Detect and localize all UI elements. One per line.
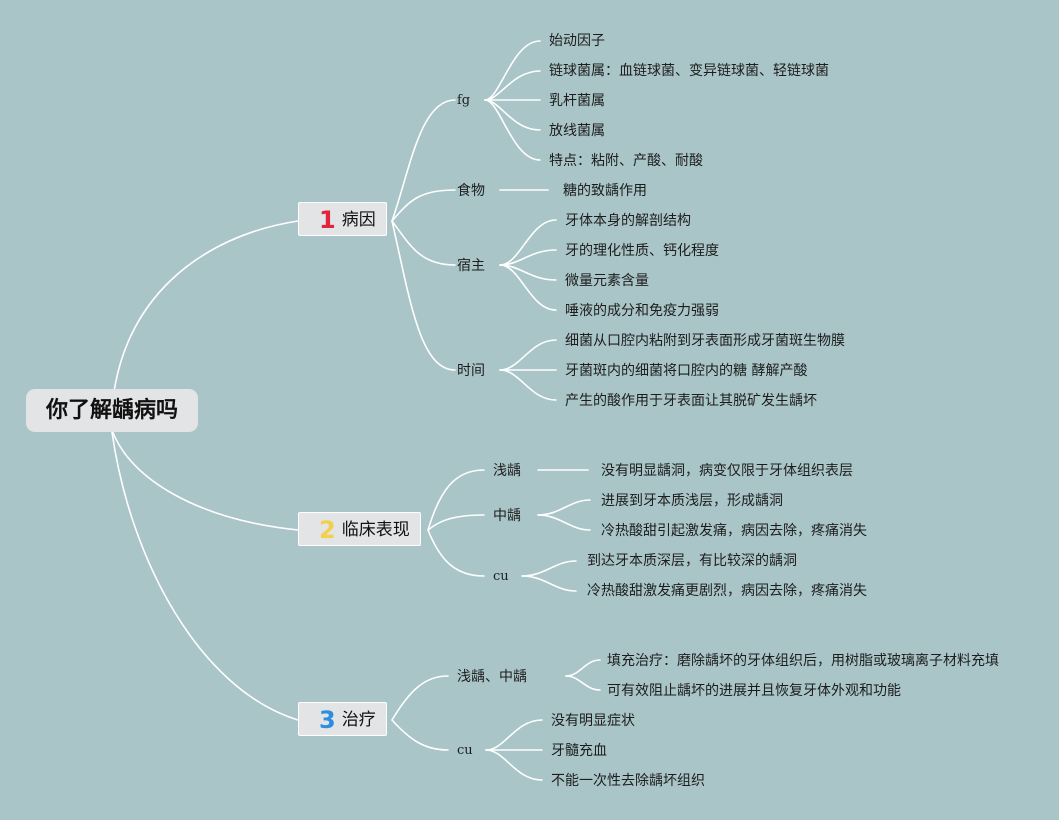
- link-t1-fg: [391, 99, 456, 222]
- leaf-node[interactable]: 牙髓充血: [551, 743, 607, 759]
- leaf-node[interactable]: 微量元素含量: [565, 273, 649, 289]
- leaf-node[interactable]: 产生的酸作用于牙表面让其脱矿发生龋坏: [565, 393, 817, 409]
- subtopic-cu[interactable]: cu: [457, 743, 473, 758]
- subtopic-fg[interactable]: fg: [457, 93, 471, 108]
- link-t2-shallow: [427, 469, 485, 531]
- link-host-1: [499, 219, 557, 266]
- subtopic-shallow-medium[interactable]: 浅龋、中龋: [457, 669, 527, 685]
- link-cu2-2: [521, 575, 577, 592]
- leaf-node[interactable]: 链球菌属：血链球菌、变异链球菌、轻链球菌: [549, 63, 829, 79]
- leaf-node[interactable]: 到达牙本质深层，有比较深的龋洞: [587, 553, 797, 569]
- subtopic-host[interactable]: 宿主: [457, 258, 485, 274]
- leaf-node[interactable]: 牙体本身的解剖结构: [565, 213, 691, 229]
- link-host-4: [499, 264, 557, 311]
- link-time-3: [499, 369, 557, 401]
- leaf-node[interactable]: 不能一次性去除龋坏组织: [551, 773, 705, 789]
- subtopic-medium-caries[interactable]: 中龋: [493, 508, 521, 524]
- topic-number-1: 1: [319, 206, 336, 234]
- leaf-node[interactable]: 没有明显龋洞，病变仅限于牙体组织表层: [601, 463, 853, 479]
- link-cu2-1: [521, 560, 577, 577]
- link-t3-shallow-mid: [391, 675, 449, 721]
- link-root-topic3: [111, 431, 299, 721]
- link-t2-cu: [427, 529, 485, 577]
- leaf-node[interactable]: 没有明显症状: [551, 713, 635, 729]
- link-t3-cu: [391, 719, 449, 751]
- leaf-node[interactable]: 冷热酸甜引起激发痛，病因去除，疼痛消失: [601, 523, 867, 539]
- link-mid-1: [537, 499, 591, 516]
- subtopic-food[interactable]: 食物: [457, 183, 485, 199]
- link-t1-time: [391, 220, 456, 371]
- leaf-node[interactable]: 进展到牙本质浅层，形成龋洞: [601, 493, 783, 509]
- link-sm-2: [565, 675, 601, 691]
- topic-label: 临床表现: [341, 520, 410, 540]
- root-node[interactable]: 你了解龋病吗: [26, 389, 198, 432]
- subtopic-cu[interactable]: cu: [493, 569, 509, 584]
- link-fg-2: [484, 70, 541, 101]
- topic-number-2: 2: [319, 516, 336, 544]
- link-mid-2: [537, 514, 591, 531]
- leaf-node[interactable]: 糖的致龋作用: [563, 183, 647, 199]
- leaf-node[interactable]: 始动因子: [549, 33, 605, 49]
- leaf-node[interactable]: 特点：粘附、产酸、耐酸: [549, 153, 703, 169]
- link-host-2: [499, 249, 557, 266]
- leaf-node[interactable]: 填充治疗：磨除龋坏的牙体组织后，用树脂或玻璃离子材料充填: [607, 653, 999, 669]
- topic-number-3: 3: [319, 706, 336, 734]
- topic-label: 病因: [341, 210, 376, 230]
- subtopic-time[interactable]: 时间: [457, 363, 485, 379]
- link-fg-1: [484, 40, 541, 101]
- link-t2-mid: [427, 514, 485, 531]
- link-t1-host: [391, 220, 456, 266]
- link-sm-1: [565, 659, 601, 677]
- leaf-node[interactable]: 牙的理化性质、钙化程度: [565, 243, 719, 259]
- leaf-node[interactable]: 乳杆菌属: [549, 93, 605, 109]
- leaf-node[interactable]: 牙菌斑内的细菌将口腔内的糖 酵解产酸: [565, 363, 808, 379]
- leaf-node[interactable]: 可有效阻止龋坏的进展并且恢复牙体外观和功能: [607, 683, 901, 699]
- leaf-node[interactable]: 唾液的成分和免疫力强弱: [565, 303, 719, 319]
- link-root-topic2: [111, 429, 299, 531]
- topic-label: 治疗: [341, 710, 376, 730]
- link-t1-food: [391, 189, 456, 222]
- subtopic-shallow-caries[interactable]: 浅龋: [493, 463, 521, 479]
- link-fg-5: [484, 99, 541, 161]
- link-root-topic1: [111, 220, 299, 411]
- leaf-node[interactable]: 放线菌属: [549, 123, 605, 139]
- link-cu3-1: [485, 719, 543, 751]
- leaf-node[interactable]: 细菌从口腔内粘附到牙表面形成牙菌斑生物膜: [565, 333, 845, 349]
- leaf-node[interactable]: 冷热酸甜激发痛更剧烈，病因去除，疼痛消失: [587, 583, 867, 599]
- link-time-1: [499, 339, 557, 371]
- link-cu3-3: [485, 749, 543, 781]
